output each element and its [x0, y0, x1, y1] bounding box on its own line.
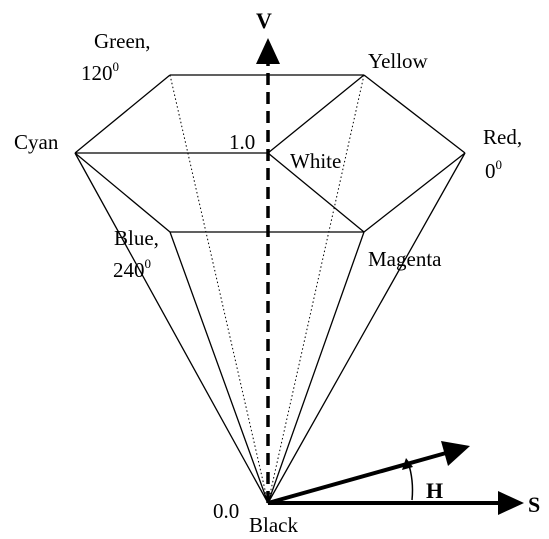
label-blue: Blue,: [114, 226, 159, 250]
v-axis: V: [256, 8, 280, 503]
edge-cyan-green: [74, 74, 171, 154]
label-white: White: [290, 149, 341, 173]
label-blue-angle: 2400: [113, 256, 151, 282]
hue-vector-line: [267, 451, 447, 505]
label-red: Red,: [483, 125, 522, 149]
label-red-angle: 00: [485, 157, 502, 183]
label-green: Green,: [94, 29, 151, 53]
green-angle: 120: [81, 61, 113, 85]
hidden-edge-yellow-black: [267, 74, 365, 504]
hue-angle-label: H: [426, 478, 443, 503]
edge-magenta-black: [267, 231, 365, 504]
hexagon-top-face: [74, 74, 466, 233]
label-black: Black: [249, 513, 298, 537]
hidden-edge-green-black: [169, 74, 269, 504]
label-yellow: Yellow: [368, 49, 429, 73]
edge-cyan-black: [74, 152, 269, 504]
green-name: Green,: [94, 29, 151, 53]
hue-vector-arrowhead: [441, 441, 470, 466]
label-green-angle: 1200: [81, 59, 119, 85]
blue-angle: 240: [113, 258, 145, 282]
red-angle: 0: [485, 159, 496, 183]
edge-red-magenta: [363, 152, 466, 233]
cone-edges: [74, 74, 466, 504]
value-top-label: 1.0: [229, 130, 255, 154]
edge-blue-black: [169, 231, 269, 504]
v-axis-label: V: [256, 8, 272, 33]
hue-vector: H: [267, 441, 470, 505]
edge-red-black: [267, 152, 466, 504]
v-axis-arrowhead: [256, 38, 280, 64]
edge-white-yellow: [267, 74, 365, 154]
label-cyan: Cyan: [14, 130, 59, 154]
value-bottom-label: 0.0: [213, 499, 239, 523]
s-axis-label: S: [528, 492, 540, 517]
green-degree: 0: [113, 59, 120, 74]
s-axis-arrowhead: [498, 491, 524, 515]
hue-angle-arrowhead: [402, 458, 413, 470]
label-magenta: Magenta: [368, 247, 442, 271]
edge-blue-cyan: [74, 152, 171, 233]
blue-degree: 0: [145, 256, 152, 271]
edge-white-magenta: [267, 152, 365, 233]
red-degree: 0: [496, 157, 503, 172]
s-axis: S: [268, 491, 540, 517]
edge-yellow-red: [363, 74, 466, 154]
